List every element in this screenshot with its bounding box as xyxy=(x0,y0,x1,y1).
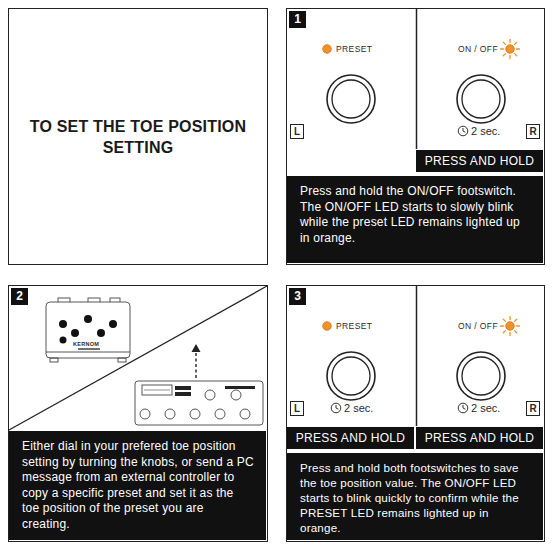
title-box: TO SET THE TOE POSITION SETTING xyxy=(8,8,268,265)
clock-icon xyxy=(331,403,341,413)
bar-text: PRESS AND HOLD xyxy=(425,154,535,168)
onoff-led xyxy=(501,40,520,59)
preset-led xyxy=(323,45,332,54)
side-marker: L xyxy=(290,124,304,139)
description-text: Either dial in your prefered toe positio… xyxy=(22,439,254,532)
led-label: ON / OFF xyxy=(458,44,498,54)
bar-text: PRESS AND HOLD xyxy=(425,431,535,445)
diagonal-divider xyxy=(9,286,267,430)
description-box: Press and hold the ON/OFF footswitch. Th… xyxy=(287,176,543,263)
controller-illustration xyxy=(135,381,263,425)
title-text: TO SET THE TOE POSITION SETTING xyxy=(27,116,249,158)
footswitch xyxy=(327,352,375,400)
step-panel: 2Either dial in your prefered toe positi… xyxy=(8,285,268,542)
led-label: ON / OFF xyxy=(458,321,498,331)
side-marker: R xyxy=(526,401,540,416)
onoff-led xyxy=(501,317,520,336)
led-label: PRESET xyxy=(336,321,372,331)
action-bar: PRESS AND HOLD xyxy=(416,427,543,449)
brand-label: KERNOM xyxy=(73,341,99,348)
description-text: Press and hold the ON/OFF footswitch. Th… xyxy=(300,184,531,246)
footswitch xyxy=(457,75,505,123)
step-number: 1 xyxy=(289,11,306,28)
description-box: Press and hold both footswitches to save… xyxy=(287,453,543,540)
step-panel: 1PRESS AND HOLD Press and hold the ON/OFF… xyxy=(286,8,545,265)
pedal-illustration xyxy=(46,298,130,362)
footswitch xyxy=(327,75,375,123)
duration-label: 2 sec. xyxy=(471,125,500,138)
clock-icon xyxy=(458,126,468,136)
footswitch xyxy=(457,352,505,400)
divider xyxy=(416,286,418,426)
description-box: Either dial in your prefered toe positio… xyxy=(9,431,266,540)
step-number: 2 xyxy=(11,288,28,305)
led-label: PRESET xyxy=(336,44,372,54)
action-bar: PRESS AND HOLD xyxy=(287,427,414,449)
step-panel: 3PRESS AND HOLD PRESS AND HOLD Press and h… xyxy=(286,285,545,542)
pc-message-arrow xyxy=(192,344,201,378)
description-text: Press and hold both footswitches to save… xyxy=(300,461,531,536)
clock-icon xyxy=(458,403,468,413)
duration-label: 2 sec. xyxy=(344,402,373,415)
duration-label: 2 sec. xyxy=(471,402,500,415)
preset-led xyxy=(323,322,332,331)
step-number: 3 xyxy=(289,288,306,305)
action-bar: PRESS AND HOLD xyxy=(416,150,543,172)
divider xyxy=(416,9,418,149)
bar-text: PRESS AND HOLD xyxy=(296,431,406,445)
side-marker: L xyxy=(290,401,304,416)
side-marker: R xyxy=(526,124,540,139)
